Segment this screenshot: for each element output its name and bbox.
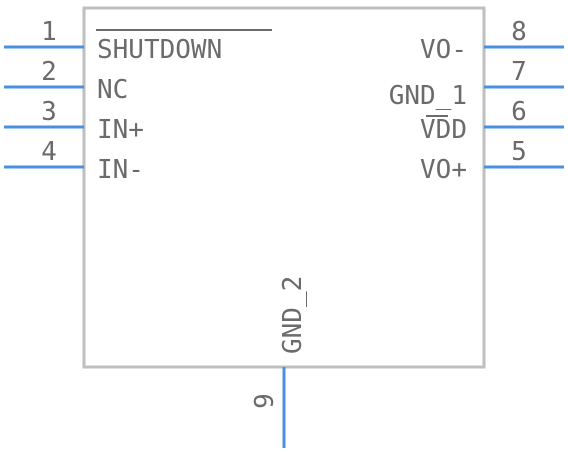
pin-5-number: 5 (511, 137, 527, 167)
pin-8-number: 8 (511, 17, 527, 47)
pin-5-name: VO+ (420, 155, 467, 185)
pin-6-number: 6 (511, 97, 527, 127)
pin-1-number: 1 (41, 17, 57, 47)
pin-3-number: 3 (41, 97, 57, 127)
pin-2-name: NC (97, 75, 128, 105)
pin-4-number: 4 (41, 137, 57, 167)
pin-8-name: VO- (420, 35, 467, 65)
pin-7-name: GND_1 (389, 81, 467, 111)
pin-6-name: VDD (420, 115, 467, 145)
pin-9-name: GND_2 (278, 276, 308, 354)
pin-7-number: 7 (511, 57, 527, 87)
pin-4-name: IN- (97, 155, 144, 185)
component-body (82, 6, 486, 369)
pin-1-name: SHUTDOWN (97, 35, 222, 65)
pin-3-name: IN+ (97, 115, 144, 145)
pin-2-number: 2 (41, 57, 57, 87)
pin-9-number: 9 (250, 393, 280, 409)
